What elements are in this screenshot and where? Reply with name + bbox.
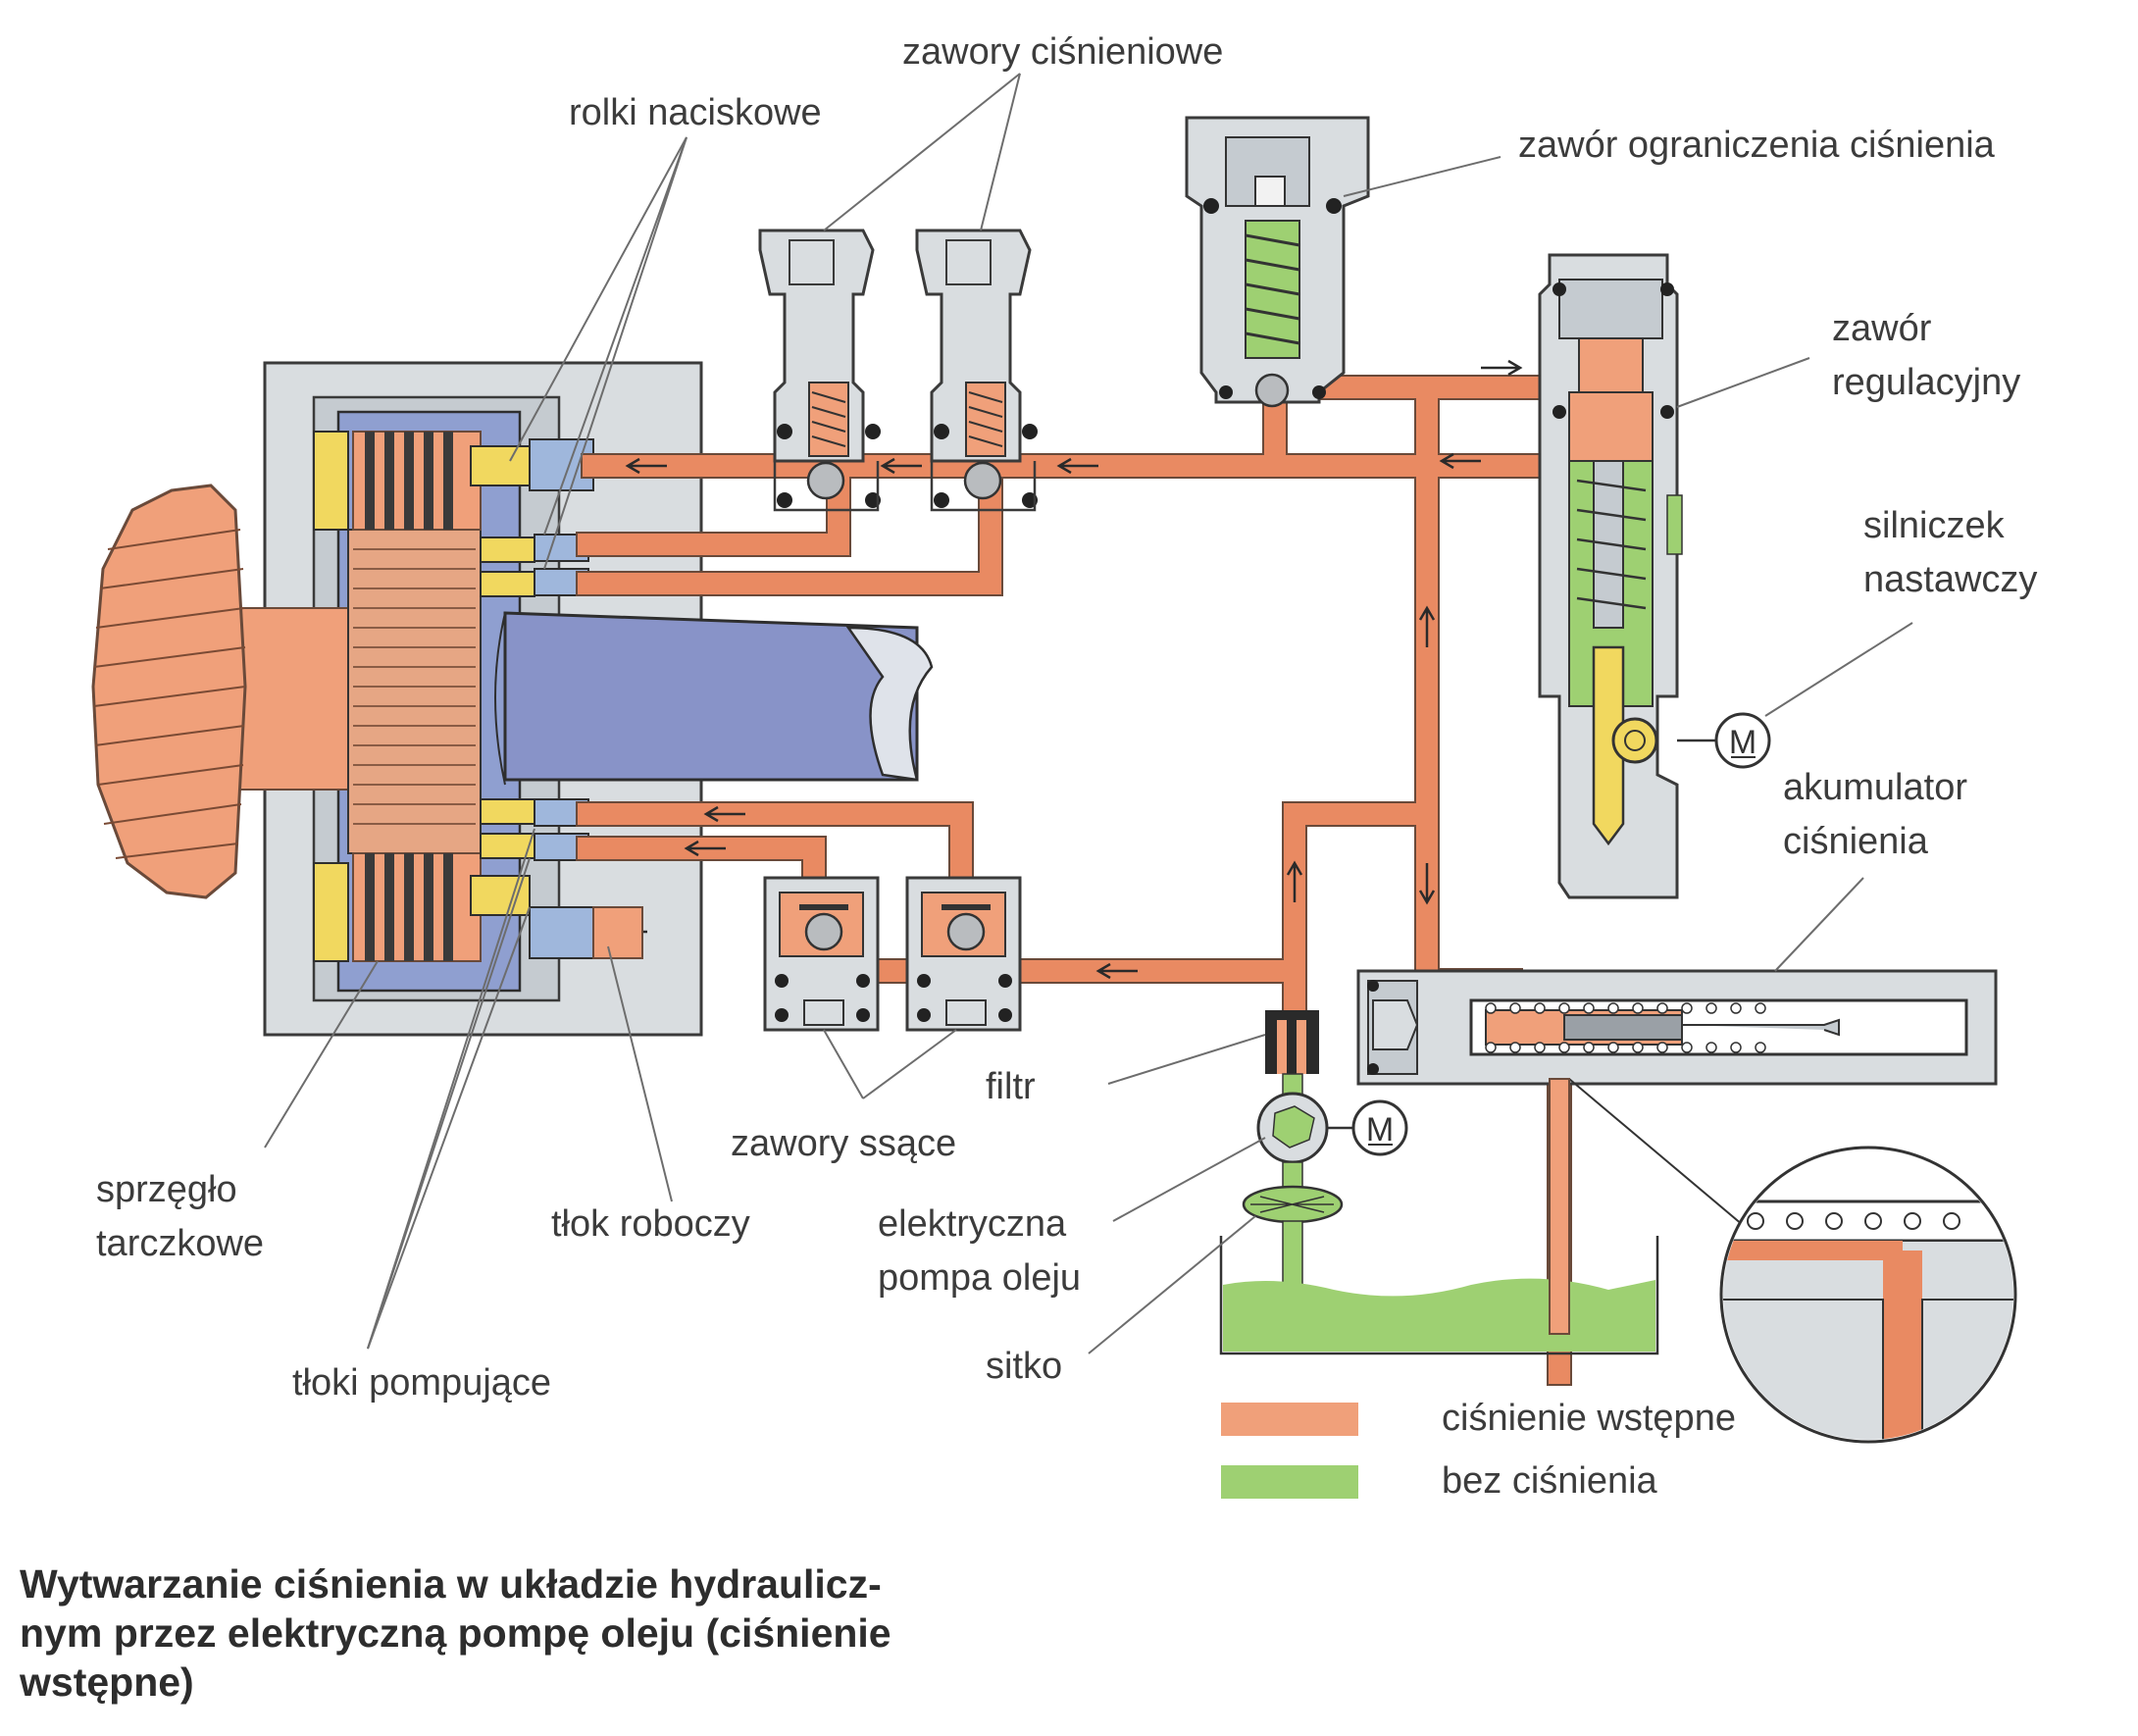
- accumulator-detail-zoom: [1568, 1078, 2017, 1444]
- suction-valve-2: [905, 876, 1022, 1032]
- label-pressure-rollers: rolki naciskowe: [569, 92, 822, 133]
- caption-line-1: Wytwarzanie ciśnienia w układzie hydraul…: [20, 1561, 882, 1607]
- filter: [1265, 1010, 1319, 1074]
- label-accumulator-1: akumulator: [1783, 767, 1967, 808]
- legend-label-no-pressure: bez ciśnienia: [1442, 1460, 1658, 1502]
- pressure-valves: [758, 229, 1038, 512]
- label-filter: filtr: [986, 1066, 1036, 1107]
- figure-caption: Wytwarzanie ciśnienia w układzie hydraul…: [20, 1559, 1098, 1707]
- clutch-drum-lines: [353, 548, 476, 825]
- clutch-discs-lower: [352, 852, 482, 962]
- pump-assembly: M: [1219, 1010, 1659, 1355]
- label-suction-valves: zawory ssące: [731, 1123, 956, 1164]
- caption-line-3: wstępne): [20, 1659, 194, 1705]
- legend-label-pressure: ciśnienie wstępne: [1442, 1398, 1736, 1439]
- label-strainer: sitko: [986, 1346, 1062, 1387]
- label-regulating-valve-2: regulacyjny: [1832, 362, 2020, 403]
- accumulator-spring: [1485, 1002, 1766, 1053]
- label-adjusting-motor-2: nastawczy: [1863, 559, 2037, 600]
- label-pumping-pistons: tłoki pompujące: [292, 1362, 551, 1404]
- label-disc-clutch-1: sprzęgło: [96, 1169, 237, 1210]
- labels: zawory ciśnieniowe rolki naciskowe zawór…: [96, 31, 2037, 1404]
- oil-in-tank: [1223, 1278, 1655, 1352]
- motor-symbol-1: M: [1729, 724, 1756, 761]
- suction-valve-1: [763, 876, 880, 1032]
- roller-pump-1: [480, 536, 535, 563]
- roller-lower-right: [470, 875, 531, 916]
- label-pressure-limiting-valve: zawór ograniczenia ciśnienia: [1518, 125, 1996, 166]
- legend-swatch-pressure: [1221, 1403, 1358, 1436]
- pump-motor: [1351, 1099, 1408, 1156]
- motor-symbol-2: M: [1366, 1111, 1394, 1149]
- label-disc-clutch-2: tarczkowe: [96, 1223, 264, 1264]
- suction-valves: [763, 876, 1022, 1032]
- roller-pump-2: [480, 571, 535, 597]
- pressure-valve-1: [758, 229, 881, 512]
- shaft-cut: [845, 626, 934, 782]
- label-accumulator-2: ciśnienia: [1783, 821, 1929, 862]
- legend-swatch-no-pressure: [1221, 1465, 1358, 1499]
- gear-teeth: [93, 529, 246, 859]
- roller-lower-left: [313, 862, 349, 962]
- clutch-discs-upper: [352, 431, 482, 531]
- roller-pump-3: [480, 798, 535, 825]
- pressure-valve-2: [915, 229, 1038, 512]
- label-adjusting-motor-1: silniczek: [1863, 505, 2006, 546]
- clutch-drum: [347, 529, 482, 854]
- regulating-valve: M: [1538, 253, 1771, 899]
- gear-wheel: [91, 484, 247, 899]
- working-piston-lower: [529, 906, 594, 959]
- roller-upper-left: [313, 431, 349, 531]
- label-regulating-valve-1: zawór: [1832, 308, 1932, 349]
- oil-tank: [1219, 1236, 1659, 1355]
- pressure-accumulator: [1356, 969, 1998, 1086]
- legend: ciśnienie wstępne bez ciśnienia: [1221, 1398, 1736, 1502]
- label-working-piston: tłok roboczy: [551, 1203, 750, 1245]
- label-oil-pump-2: pompa oleju: [878, 1257, 1081, 1299]
- leader-lines: [264, 73, 1913, 1354]
- label-oil-pump-1: elektryczna: [878, 1203, 1067, 1245]
- label-pressure-valves: zawory ciśnieniowe: [902, 31, 1223, 73]
- adjusting-motor: [1714, 712, 1771, 769]
- roller-upper-right: [470, 445, 531, 486]
- working-piston-oil: [592, 906, 643, 959]
- caption-line-2: nym przez elektryczną pompę oleju (ciśni…: [20, 1610, 891, 1656]
- pressure-limiting-valve: [1185, 116, 1370, 408]
